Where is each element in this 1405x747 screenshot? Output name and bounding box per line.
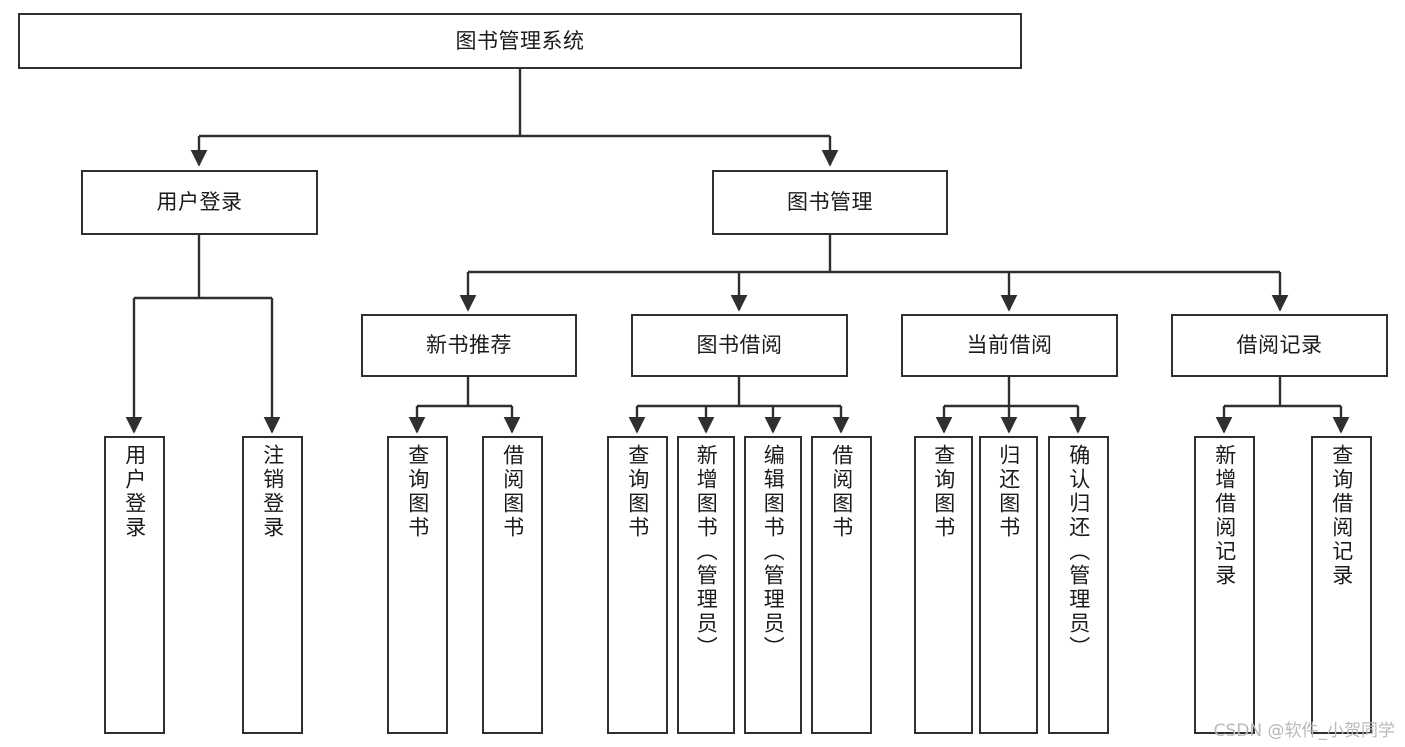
node-leaf-add-record[interactable]: 新增借阅记录 <box>1194 436 1255 734</box>
node-leaf-borrow-book-1-label: 借阅图书 <box>500 444 525 540</box>
node-leaf-query-book-3[interactable]: 查询图书 <box>914 436 973 734</box>
node-borrow-record[interactable]: 借阅记录 <box>1171 314 1388 377</box>
node-book-borrow-label: 图书借阅 <box>696 333 783 358</box>
node-leaf-add-record-label: 新增借阅记录 <box>1212 444 1237 588</box>
node-leaf-query-book-1[interactable]: 查询图书 <box>387 436 448 734</box>
node-leaf-confirm-return[interactable]: 确认归还（管理员） <box>1048 436 1109 734</box>
node-leaf-borrow-book-1[interactable]: 借阅图书 <box>482 436 543 734</box>
node-leaf-add-book-label: 新增图书（管理员） <box>694 444 719 660</box>
node-leaf-logout-login-label: 注销登录 <box>260 444 285 540</box>
node-leaf-query-record[interactable]: 查询借阅记录 <box>1311 436 1372 734</box>
node-leaf-query-book-1-label: 查询图书 <box>405 444 430 540</box>
node-current-borrow[interactable]: 当前借阅 <box>901 314 1118 377</box>
node-new-book-rec-label: 新书推荐 <box>426 333 512 358</box>
node-leaf-user-login[interactable]: 用户登录 <box>104 436 165 734</box>
node-root-label: 图书管理系统 <box>455 28 585 53</box>
node-leaf-edit-book-label: 编辑图书（管理员） <box>761 444 786 660</box>
node-leaf-add-book[interactable]: 新增图书（管理员） <box>677 436 735 734</box>
node-leaf-query-book-3-label: 查询图书 <box>931 444 956 540</box>
node-leaf-confirm-return-label: 确认归还（管理员） <box>1066 444 1091 660</box>
node-book-manage-label: 图书管理 <box>787 190 873 215</box>
node-leaf-borrow-book-2[interactable]: 借阅图书 <box>811 436 872 734</box>
node-leaf-user-login-label: 用户登录 <box>122 444 147 540</box>
node-user-login-label: 用户登录 <box>156 190 243 215</box>
node-leaf-return-book-label: 归还图书 <box>996 444 1021 540</box>
watermark: CSDN @软件_小贺同学 <box>1213 721 1395 741</box>
node-root[interactable]: 图书管理系统 <box>18 13 1022 69</box>
node-leaf-query-record-label: 查询借阅记录 <box>1329 444 1354 588</box>
node-book-borrow[interactable]: 图书借阅 <box>631 314 848 377</box>
node-leaf-borrow-book-2-label: 借阅图书 <box>829 444 854 540</box>
node-leaf-edit-book[interactable]: 编辑图书（管理员） <box>744 436 802 734</box>
node-book-manage[interactable]: 图书管理 <box>712 170 948 235</box>
node-leaf-logout-login[interactable]: 注销登录 <box>242 436 303 734</box>
node-leaf-query-book-2[interactable]: 查询图书 <box>607 436 668 734</box>
node-leaf-query-book-2-label: 查询图书 <box>625 444 650 540</box>
node-current-borrow-label: 当前借阅 <box>966 333 1053 358</box>
node-new-book-rec[interactable]: 新书推荐 <box>361 314 577 377</box>
node-borrow-record-label: 借阅记录 <box>1236 333 1323 358</box>
node-leaf-return-book[interactable]: 归还图书 <box>979 436 1038 734</box>
node-user-login[interactable]: 用户登录 <box>81 170 318 235</box>
